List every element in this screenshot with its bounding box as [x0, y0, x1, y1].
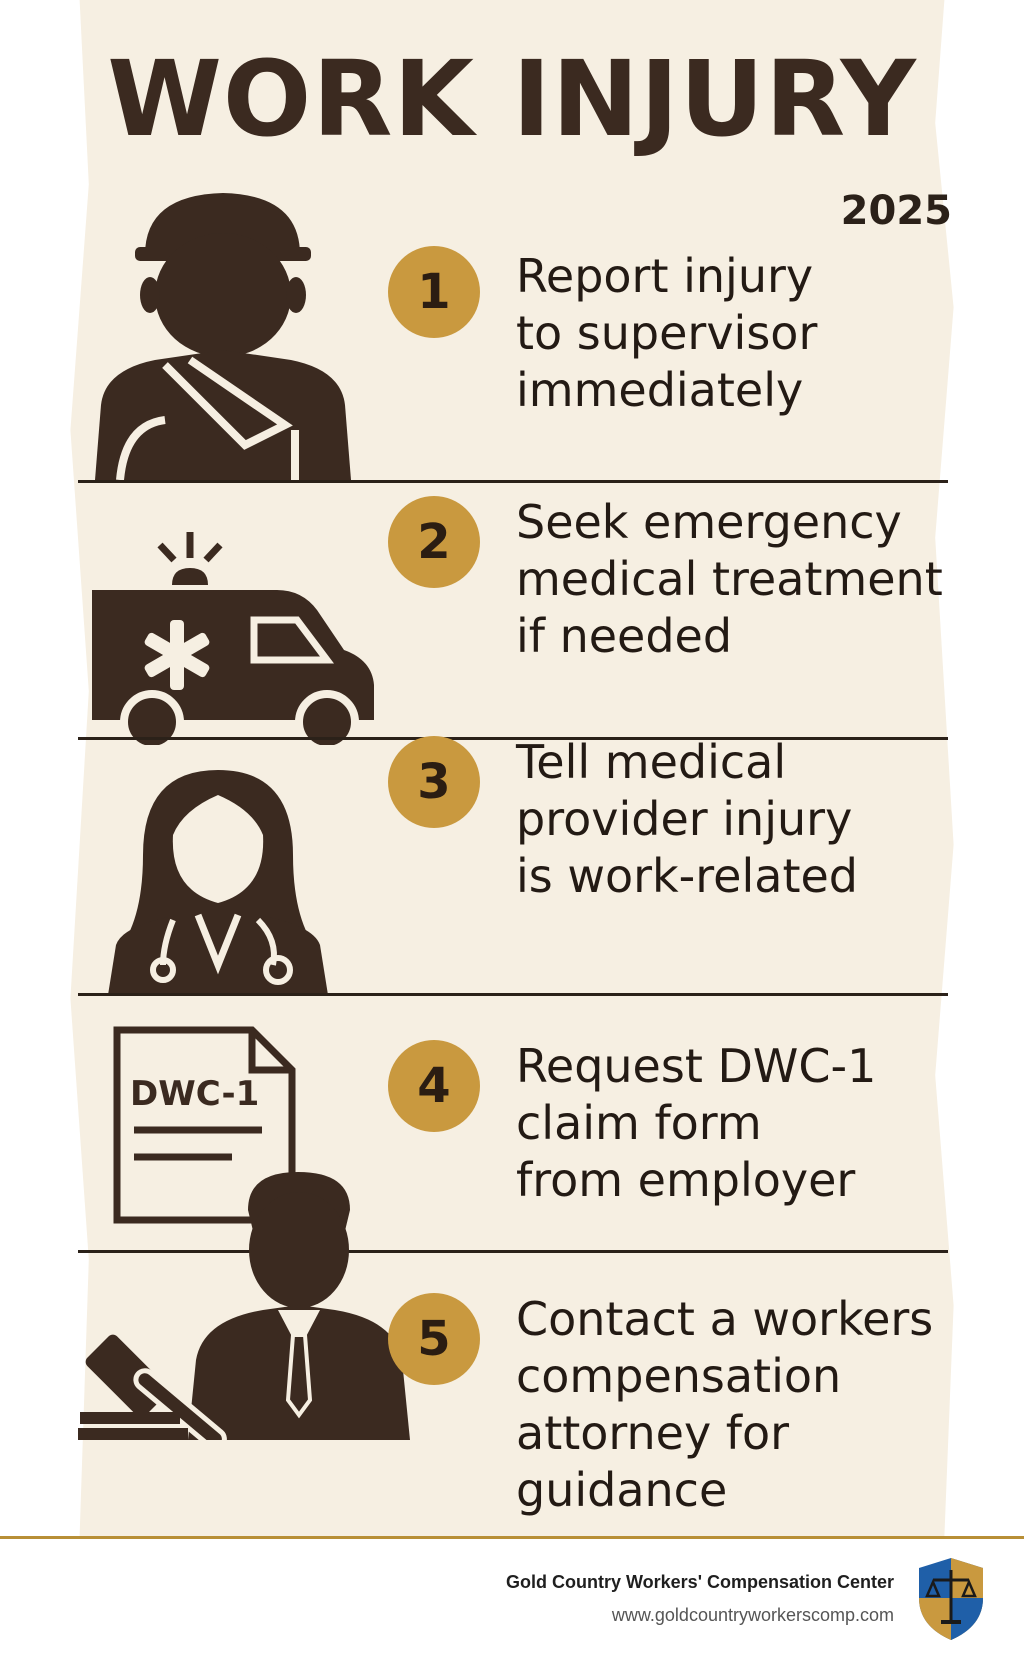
- divider: [78, 480, 948, 483]
- footer-divider: [0, 1536, 1024, 1539]
- step-text-line: to supervisor: [516, 306, 818, 360]
- step-text-line: medical treatment: [516, 552, 943, 606]
- step-text-line: compensation: [516, 1349, 842, 1403]
- step-number-badge: 3: [388, 736, 480, 828]
- step-text: Report injury to supervisor immediately: [516, 248, 986, 419]
- website-link[interactable]: www.goldcountryworkerscomp.com: [611, 1605, 894, 1625]
- step-number-badge: 2: [388, 496, 480, 588]
- step-text-line: Tell medical: [516, 735, 787, 789]
- organization-name: Gold Country Workers' Compensation Cente…: [506, 1572, 894, 1592]
- page-title: WORK INJURY: [107, 38, 917, 160]
- divider: [78, 1250, 948, 1253]
- step-number-badge: 5: [388, 1293, 480, 1385]
- doctor-icon: [108, 770, 328, 995]
- step-text-line: is work-related: [516, 849, 858, 903]
- claim-form-icon: DWC-1: [113, 1026, 296, 1224]
- step-text: Request DWC-1 claim form from employer: [516, 1038, 986, 1209]
- ambulance-icon: [92, 532, 374, 745]
- step-text-line: if needed: [516, 609, 733, 663]
- step-text-line: from employer: [516, 1153, 856, 1207]
- step-text-line: Contact a workers: [516, 1292, 934, 1346]
- step-text-line: provider injury: [516, 792, 853, 846]
- step-text-line: Request DWC-1: [516, 1039, 877, 1093]
- step-text: Seek emergency medical treatment if need…: [516, 494, 986, 665]
- step-number-badge: 4: [388, 1040, 480, 1132]
- step-text-line: Seek emergency: [516, 495, 902, 549]
- attorney-gavel-icon: [78, 1172, 410, 1440]
- step-text-line: Report injury: [516, 249, 814, 303]
- form-label: DWC-1: [130, 1074, 259, 1114]
- injured-worker-icon: [95, 193, 351, 480]
- year-label: 2025: [840, 188, 952, 234]
- step-text-line: attorney for: [516, 1406, 790, 1460]
- step-text: Contact a workers compensation attorney …: [516, 1291, 986, 1519]
- divider: [78, 993, 948, 996]
- step-text: Tell medical provider injury is work-rel…: [516, 734, 986, 905]
- divider: [78, 737, 948, 740]
- scales-shield-icon: [919, 1558, 983, 1640]
- step-text-line: guidance: [516, 1463, 728, 1517]
- step-number-badge: 1: [388, 246, 480, 338]
- step-text-line: claim form: [516, 1096, 762, 1150]
- step-text-line: immediately: [516, 363, 804, 417]
